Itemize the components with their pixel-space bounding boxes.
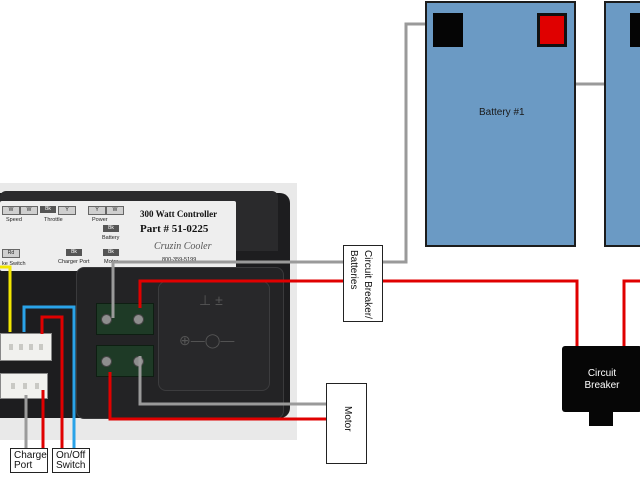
- motor-label: Motor: [342, 406, 353, 432]
- label-speed: Speed: [6, 217, 22, 223]
- chip-w2: W: [20, 206, 38, 215]
- lower-plug-pin: [35, 383, 39, 389]
- chip-bk-motor: Bk: [103, 249, 119, 256]
- controller-terminal-cover: ⊥ ± ⊕—◯—: [158, 281, 270, 391]
- label-throttle: Throttle: [44, 217, 63, 223]
- cover-molded-symbol: ⊕—◯—: [179, 332, 235, 348]
- battery-1: Battery #1: [425, 1, 576, 247]
- circuit-breaker-mount: [589, 410, 613, 426]
- motor-label-box: Motor: [326, 383, 367, 464]
- upper-plug-pin: [19, 344, 23, 350]
- on-off-switch-line1: On/Off: [56, 450, 86, 461]
- upper-plug-pin: [9, 344, 13, 350]
- chip-y-power: Y: [88, 206, 106, 215]
- upper-plug-pin: [29, 344, 33, 350]
- circuit-breaker-label-line2: Breaker: [584, 380, 620, 391]
- charge-port-label-box: Charge Port: [10, 448, 48, 473]
- label-power: Power: [92, 217, 108, 223]
- controller-part-number: Part # 51-0225: [140, 223, 209, 235]
- lower-plug-pin: [11, 383, 15, 389]
- charge-port-line1: Charge: [14, 450, 47, 461]
- lower-plug-connector: [0, 373, 48, 399]
- controller-brand: Cruzin Cooler: [154, 241, 212, 252]
- upper-terminal-screw-2: [133, 314, 144, 325]
- controller-sticker: W W Bk Y Y W Bk Bk Bk Rd Speed Throttle …: [0, 201, 236, 271]
- label-motor: Motor: [104, 259, 119, 265]
- battery-2: [604, 1, 640, 247]
- charge-port-line2: Port: [14, 460, 33, 471]
- lower-terminal-board: [96, 345, 154, 377]
- label-brake-switch: ke Switch: [2, 261, 26, 267]
- upper-plug-pin: [39, 344, 43, 350]
- chip-w1: W: [2, 206, 20, 215]
- chip-y-throttle: Y: [58, 206, 76, 215]
- upper-terminal-screw-1: [101, 314, 112, 325]
- circuit-breaker-batteries-line1: Circuit Breaker/: [362, 250, 373, 319]
- circuit-breaker-label: Circuit Breaker: [566, 368, 638, 392]
- label-battery: Battery: [102, 235, 120, 241]
- controller-photo: W W Bk Y Y W Bk Bk Bk Rd Speed Throttle …: [0, 183, 297, 440]
- on-off-switch-label-box: On/Off Switch: [52, 448, 90, 473]
- battery-1-label: Battery #1: [479, 107, 525, 118]
- on-off-switch-line2: Switch: [56, 460, 86, 471]
- chip-rd: Rd: [2, 249, 20, 258]
- circuit-breaker-batteries-line2: Batteries: [348, 250, 359, 290]
- lower-plug-pin: [23, 383, 27, 389]
- circuit-breaker-label-line1: Circuit: [587, 368, 617, 379]
- wire-red-to-breaker: [383, 279, 579, 348]
- battery-1-negative-terminal: [433, 13, 463, 47]
- chip-bk-charger: Bk: [66, 249, 82, 256]
- label-charger-port: Charger Port: [58, 259, 90, 265]
- cover-terminal-symbol: ⊥ ±: [199, 292, 223, 308]
- chip-bk-battery: Bk: [103, 225, 119, 232]
- circuit-breaker-batteries-label-box: Circuit Breaker/ Batteries: [343, 245, 383, 322]
- wire-gray-battery-negative: [383, 22, 432, 264]
- controller-phone: 800-359-5199: [162, 257, 197, 263]
- upper-terminal-board: [96, 303, 154, 335]
- battery-2-negative-terminal: [630, 13, 640, 47]
- circuit-breaker: Circuit Breaker: [562, 346, 640, 412]
- chip-w-power: W: [106, 206, 124, 215]
- lower-terminal-screw-1: [101, 356, 112, 367]
- wire-red-breaker-right: [622, 279, 640, 348]
- upper-plug-connector: [0, 333, 52, 361]
- battery-1-positive-terminal: [537, 13, 567, 47]
- chip-bk-throttle: Bk: [40, 206, 56, 213]
- lower-terminal-screw-2: [133, 356, 144, 367]
- controller-title: 300 Watt Controller: [140, 209, 218, 219]
